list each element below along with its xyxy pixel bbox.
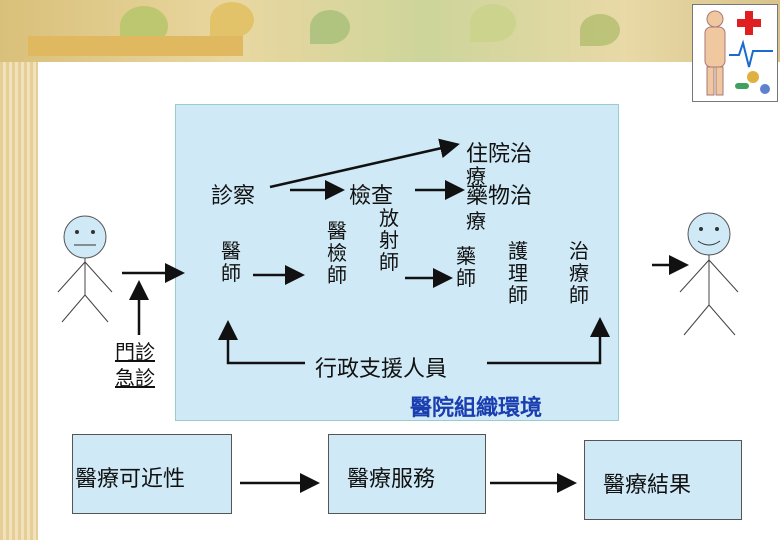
arrow-support-loop-right	[487, 317, 610, 365]
exam-label: 檢查	[349, 184, 394, 209]
leaf-decoration	[580, 14, 620, 46]
entry-emergency-label: 急診	[115, 366, 155, 390]
admin-support-label: 行政支援人員	[315, 357, 448, 382]
leaf-decoration	[210, 2, 254, 38]
hospital-environment-title: 醫院組織環境	[410, 396, 543, 421]
role-pharmacist: 藥師	[456, 244, 476, 290]
patient-left-figure	[57, 215, 113, 323]
access-box: 醫療可近性	[72, 434, 232, 514]
access-label: 醫療可近性	[75, 467, 186, 492]
drug-therapy-label: 藥物治	[466, 184, 533, 209]
arrow-support-loop-left	[218, 320, 305, 365]
role-radiology: 放射師	[379, 206, 399, 274]
patient-right-figure	[679, 212, 739, 336]
drug-therapy-label-cont: 療	[466, 209, 486, 233]
clinic-label: 診察	[211, 184, 256, 209]
role-therapist: 治療師	[569, 239, 589, 307]
outcome-label: 醫療結果	[603, 473, 692, 498]
hospital-environment-panel	[175, 104, 619, 421]
header-accent-bar	[28, 36, 243, 56]
role-nurse: 護理師	[508, 239, 528, 307]
admission-label-cont: 療	[466, 164, 486, 188]
background-left-stripe	[0, 0, 38, 540]
medical-clipart	[692, 4, 778, 102]
role-medtech: 醫檢師	[327, 219, 347, 287]
admission-label: 住院治	[466, 142, 533, 167]
service-label: 醫療服務	[347, 467, 436, 492]
leaf-decoration	[310, 10, 350, 44]
leaf-decoration	[470, 4, 516, 42]
entry-outpatient-label: 門診	[115, 340, 155, 364]
arrow-to-admission	[269, 138, 460, 189]
outcome-box: 醫療結果	[584, 440, 742, 520]
role-doctor: 醫師	[221, 239, 241, 285]
medical-clipart-icon	[704, 10, 773, 96]
service-box: 醫療服務	[328, 434, 486, 514]
